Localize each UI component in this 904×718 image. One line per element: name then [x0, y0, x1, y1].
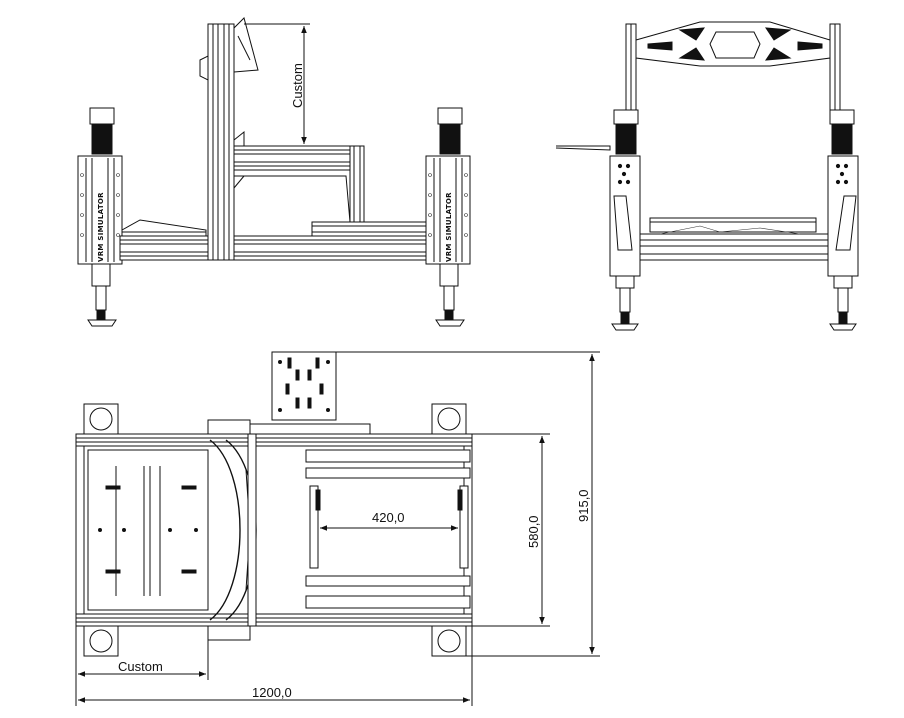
- inner-depth-label: 580,0: [526, 515, 541, 548]
- side-left-watermark: VRM SIMULATOR: [97, 192, 105, 262]
- front-left-upright: [555, 23, 641, 331]
- inner-width-label: 420,0: [372, 510, 405, 525]
- plan-view: 420,0 580,0 915,0 Custom 1200,0: [75, 351, 600, 706]
- side-upper-beam: [233, 130, 365, 223]
- plan-dim-inner-depth: 580,0: [470, 433, 550, 627]
- width-label: 1200,0: [252, 685, 292, 700]
- plan-seat-mount: [209, 433, 257, 627]
- plan-dim-width: 1200,0: [78, 626, 473, 706]
- depth-label: 915,0: [576, 489, 591, 522]
- side-custom-dimension: Custom: [244, 23, 310, 147]
- plan-corner-feet: [83, 403, 467, 657]
- front-wheel-deck: [635, 21, 831, 67]
- side-right-actuator: VRM SIMULATOR: [425, 107, 471, 327]
- plan-custom-label: Custom: [118, 659, 163, 674]
- front-right-upright: [827, 23, 859, 331]
- plan-dim-inner-width: 420,0: [320, 510, 458, 531]
- side-left-actuator: VRM SIMULATOR: [77, 107, 123, 327]
- side-upright: [199, 17, 259, 261]
- front-view: [555, 21, 859, 331]
- side-view: VRM SIMULATOR VRM SIMULATOR: [77, 17, 471, 327]
- plan-inner-frame: [305, 449, 471, 609]
- plan-dim-custom: Custom: [75, 626, 209, 706]
- side-base-rails: [119, 219, 427, 261]
- plan-seat-plate: [87, 449, 209, 611]
- plan-dim-depth: 915,0: [336, 351, 600, 657]
- front-base: [639, 217, 829, 261]
- side-right-watermark: VRM SIMULATOR: [445, 192, 453, 262]
- side-custom-label: Custom: [290, 63, 305, 108]
- plan-pedal-plate: [271, 351, 337, 421]
